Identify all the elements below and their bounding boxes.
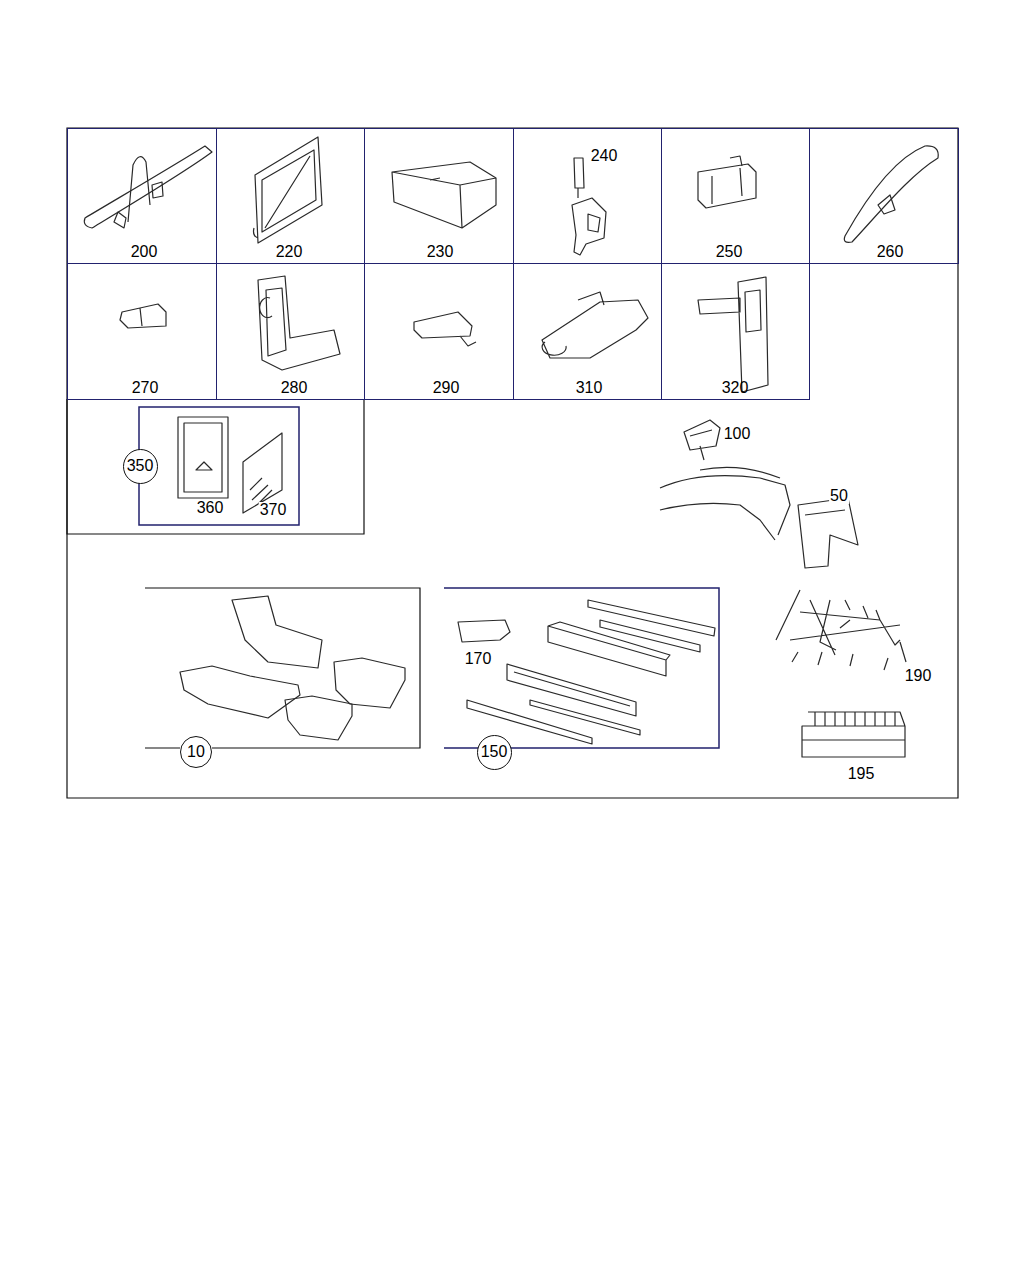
part-sketch bbox=[776, 590, 900, 670]
part-cell: 230 bbox=[364, 128, 514, 264]
callout-number: 195 bbox=[847, 766, 876, 782]
callout-number: 270 bbox=[132, 380, 159, 396]
part-sketch bbox=[798, 498, 858, 568]
part-cell: 220 bbox=[216, 128, 365, 264]
part-sketch bbox=[844, 146, 938, 242]
part-sketch bbox=[334, 658, 405, 708]
callout-number: 170 bbox=[464, 651, 493, 667]
part-sketch bbox=[258, 276, 340, 370]
group-frame bbox=[444, 588, 719, 748]
group-frame bbox=[145, 588, 420, 748]
callout-number: 190 bbox=[904, 668, 933, 684]
part-sketch bbox=[684, 420, 720, 460]
part-sketch bbox=[178, 417, 228, 498]
part-sketch bbox=[698, 156, 756, 208]
part-sketch bbox=[698, 277, 768, 392]
part-sketch bbox=[180, 666, 300, 718]
part-cell: 270 bbox=[67, 263, 217, 400]
part-sketch bbox=[392, 162, 496, 228]
part-sketch bbox=[802, 712, 905, 757]
callout-number: 10 bbox=[187, 744, 205, 760]
part-sketch bbox=[900, 642, 906, 662]
part-sketch bbox=[548, 622, 670, 676]
part-sketch bbox=[507, 664, 636, 716]
callout-number: 370 bbox=[259, 502, 288, 518]
part-sketch bbox=[574, 158, 584, 198]
part-sketch bbox=[542, 292, 648, 358]
callout-number: 50 bbox=[829, 488, 849, 504]
part-sketch bbox=[660, 467, 790, 540]
callout-number: 240 bbox=[591, 148, 618, 164]
part-cell: 290 bbox=[364, 263, 514, 400]
callout-number: 280 bbox=[281, 380, 308, 396]
callout-number: 350 bbox=[127, 458, 154, 474]
part-sketch bbox=[414, 312, 476, 346]
callout-number: 150 bbox=[481, 744, 508, 760]
callout-number: 220 bbox=[276, 244, 303, 260]
part-cell: 320 bbox=[661, 263, 810, 400]
part-cell: 260 bbox=[809, 128, 959, 264]
part-sketch bbox=[572, 198, 606, 255]
callout-number: 230 bbox=[427, 244, 454, 260]
callout-circle: 10 bbox=[180, 736, 212, 768]
callout-number: 360 bbox=[196, 500, 225, 516]
callout-number: 290 bbox=[433, 380, 460, 396]
callout-circle: 150 bbox=[477, 735, 512, 770]
part-cell: 200 bbox=[67, 128, 217, 264]
part-sketch bbox=[254, 137, 323, 243]
callout-number: 320 bbox=[722, 380, 749, 396]
callout-number: 200 bbox=[131, 244, 158, 260]
part-sketch bbox=[588, 600, 715, 652]
part-cell: 310 bbox=[513, 263, 662, 400]
callout-number: 250 bbox=[716, 244, 743, 260]
group-frame bbox=[67, 128, 958, 798]
callout-number: 310 bbox=[576, 380, 603, 396]
callout-circle: 350 bbox=[123, 449, 158, 484]
part-sketch bbox=[243, 433, 282, 513]
part-sketch bbox=[458, 620, 510, 642]
part-cell: 280 bbox=[216, 263, 365, 400]
group-frame bbox=[139, 407, 299, 525]
part-sketch bbox=[285, 696, 352, 740]
part-cell: 250 bbox=[661, 128, 810, 264]
part-sketch bbox=[114, 157, 163, 228]
callout-number: 100 bbox=[723, 426, 752, 442]
part-sketch bbox=[84, 146, 212, 228]
part-sketch bbox=[120, 304, 166, 328]
callout-number: 260 bbox=[877, 244, 904, 260]
group-frame bbox=[67, 399, 364, 534]
part-cell: 240 bbox=[513, 128, 662, 264]
part-sketch bbox=[232, 596, 322, 668]
